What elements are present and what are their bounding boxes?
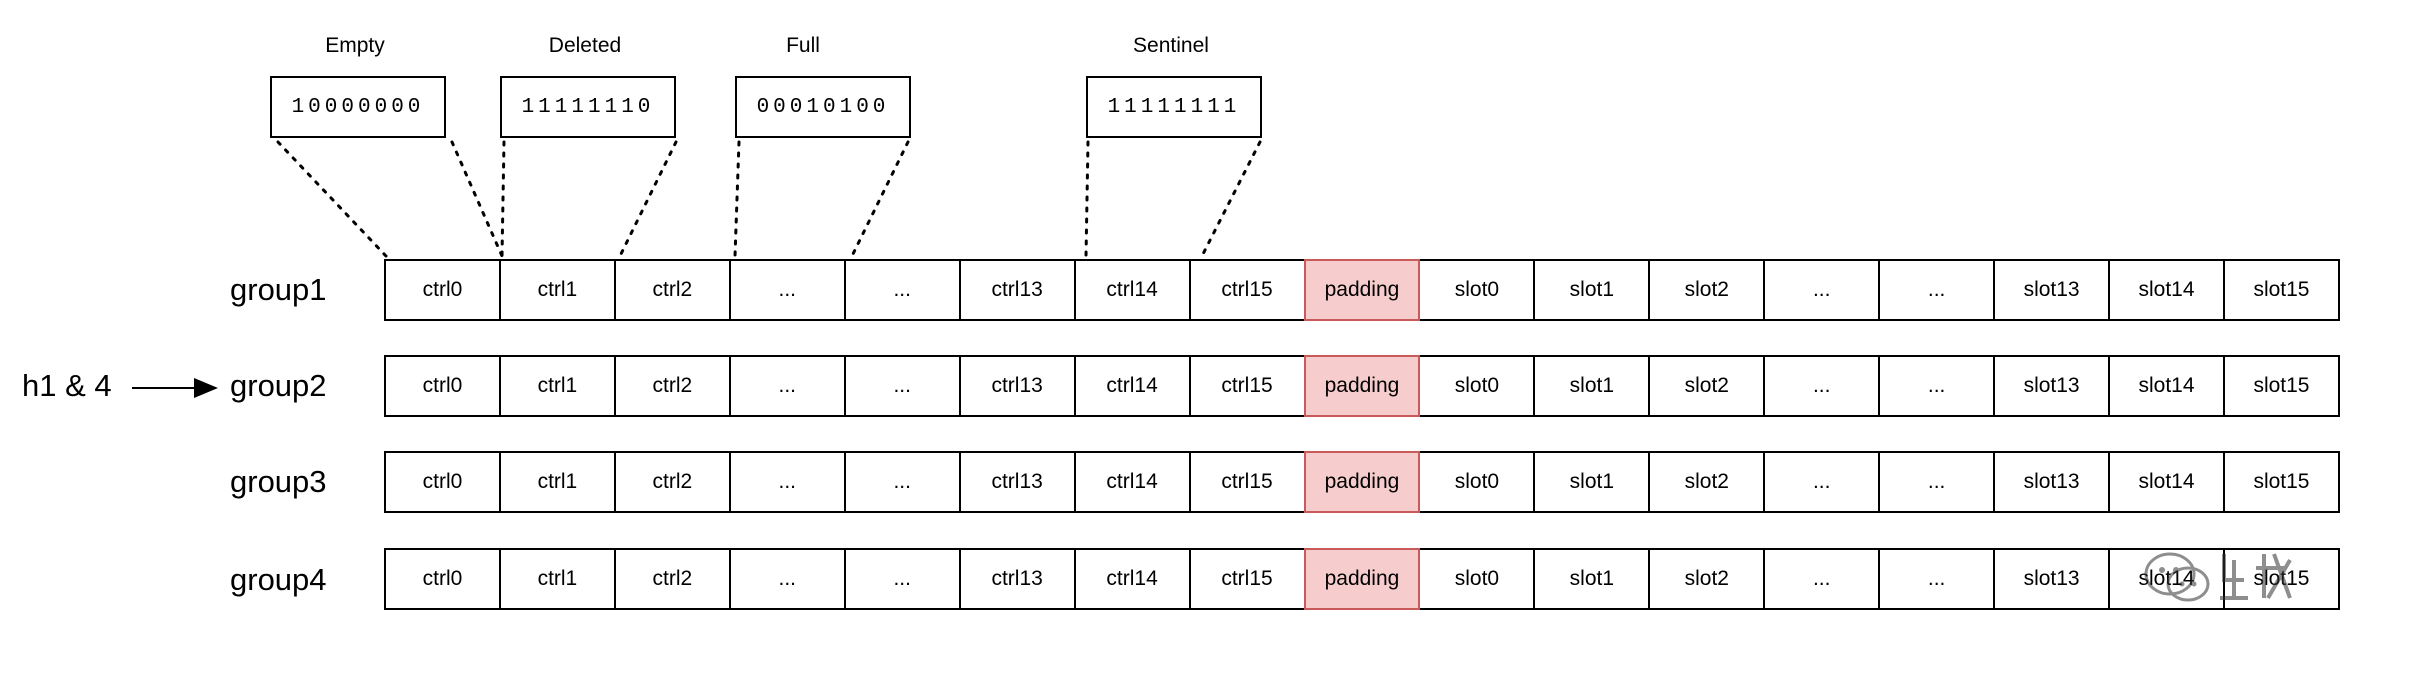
ctrl-cell: ctrl15 <box>1188 451 1306 513</box>
ctrl-cell: ctrl14 <box>1073 451 1191 513</box>
connector-empty-right <box>450 140 504 258</box>
ctrl-cell: ctrl15 <box>1188 548 1306 610</box>
ellipsis-cell: ... <box>1878 451 1996 513</box>
ctrl-cell: ctrl14 <box>1073 355 1191 417</box>
slot-cell: slot0 <box>1418 259 1536 321</box>
ellipsis-cell: ... <box>843 548 961 610</box>
ctrl-cell: ctrl1 <box>498 548 616 610</box>
group-label-4: group4 <box>230 562 327 597</box>
control-byte-label: Sentinel <box>1133 34 1209 57</box>
ellipsis-cell: ... <box>843 451 961 513</box>
connector-sentinel-right <box>1200 140 1262 258</box>
ctrl-cell: ctrl13 <box>958 259 1076 321</box>
ctrl-cell: ctrl2 <box>613 548 731 610</box>
connector-empty-left <box>276 140 388 258</box>
slot-cell: slot0 <box>1418 548 1536 610</box>
ellipsis-cell: ... <box>1878 259 1996 321</box>
connector-deleted-left <box>500 140 506 258</box>
ctrl-cell: ctrl13 <box>958 451 1076 513</box>
slot-cell: slot15 <box>2223 355 2340 417</box>
ctrl-cell: ctrl14 <box>1073 548 1191 610</box>
padding-cell: padding <box>1303 259 1421 321</box>
ctrl-cell: ctrl0 <box>384 451 501 513</box>
padding-cell: padding <box>1303 548 1421 610</box>
slot-cell: slot13 <box>1993 355 2111 417</box>
ellipsis-cell: ... <box>728 548 846 610</box>
slot-cell: slot0 <box>1418 355 1536 417</box>
ctrl-cell: ctrl14 <box>1073 259 1191 321</box>
ctrl-cell: ctrl0 <box>384 355 501 417</box>
ctrl-cell: ctrl2 <box>613 451 731 513</box>
ctrl-cell: ctrl2 <box>613 355 731 417</box>
group-label-2: group2 <box>230 368 327 403</box>
slot-cell: slot13 <box>1993 451 2111 513</box>
slot-cell: slot13 <box>1993 259 2111 321</box>
control-byte-bits: 10000000 <box>270 76 446 138</box>
ellipsis-cell: ... <box>1878 548 1996 610</box>
padding-cell: padding <box>1303 355 1421 417</box>
slot-cell: slot14 <box>2108 355 2225 417</box>
ctrl-cell: ctrl13 <box>958 355 1076 417</box>
hash-pointer-label: h1 & 4 <box>22 368 112 403</box>
ellipsis-cell: ... <box>728 451 846 513</box>
slot-cell: slot15 <box>2223 259 2340 321</box>
ctrl-cell: ctrl2 <box>613 259 731 321</box>
connector-full-left <box>733 140 741 258</box>
control-byte-bits: 11111111 <box>1086 76 1262 138</box>
slot-cell: slot14 <box>2108 259 2225 321</box>
slot-cell: slot1 <box>1533 451 1651 513</box>
slot-cell: slot13 <box>1993 548 2111 610</box>
control-byte-bits: 11111110 <box>500 76 676 138</box>
control-byte-label: Empty <box>325 34 385 57</box>
slot-cell: slot1 <box>1533 259 1651 321</box>
slot-cell: slot2 <box>1648 259 1766 321</box>
ctrl-cell: ctrl15 <box>1188 259 1306 321</box>
slot-cell: slot2 <box>1648 451 1766 513</box>
slot-cell: slot14 <box>2108 451 2225 513</box>
ellipsis-cell: ... <box>1763 355 1881 417</box>
control-byte-bits: 00010100 <box>735 76 911 138</box>
ellipsis-cell: ... <box>1763 548 1881 610</box>
slot-cell: slot1 <box>1533 355 1651 417</box>
group-label-3: group3 <box>230 464 327 499</box>
padding-cell: padding <box>1303 451 1421 513</box>
control-byte-label: Deleted <box>548 34 622 57</box>
ctrl-cell: ctrl1 <box>498 355 616 417</box>
connector-full-right <box>850 140 910 258</box>
ctrl-cell: ctrl0 <box>384 259 501 321</box>
ellipsis-cell: ... <box>1878 355 1996 417</box>
wechat-logo-icon <box>2144 552 2292 602</box>
control-byte-label: Full <box>786 34 820 57</box>
ellipsis-cell: ... <box>843 355 961 417</box>
connector-sentinel-left <box>1084 140 1090 258</box>
connector-deleted-right <box>618 140 678 258</box>
ctrl-cell: ctrl0 <box>384 548 501 610</box>
group-label-1: group1 <box>230 272 327 307</box>
ellipsis-cell: ... <box>728 355 846 417</box>
slot-cell: slot2 <box>1648 548 1766 610</box>
slot-cell: slot15 <box>2223 451 2340 513</box>
ellipsis-cell: ... <box>1763 259 1881 321</box>
